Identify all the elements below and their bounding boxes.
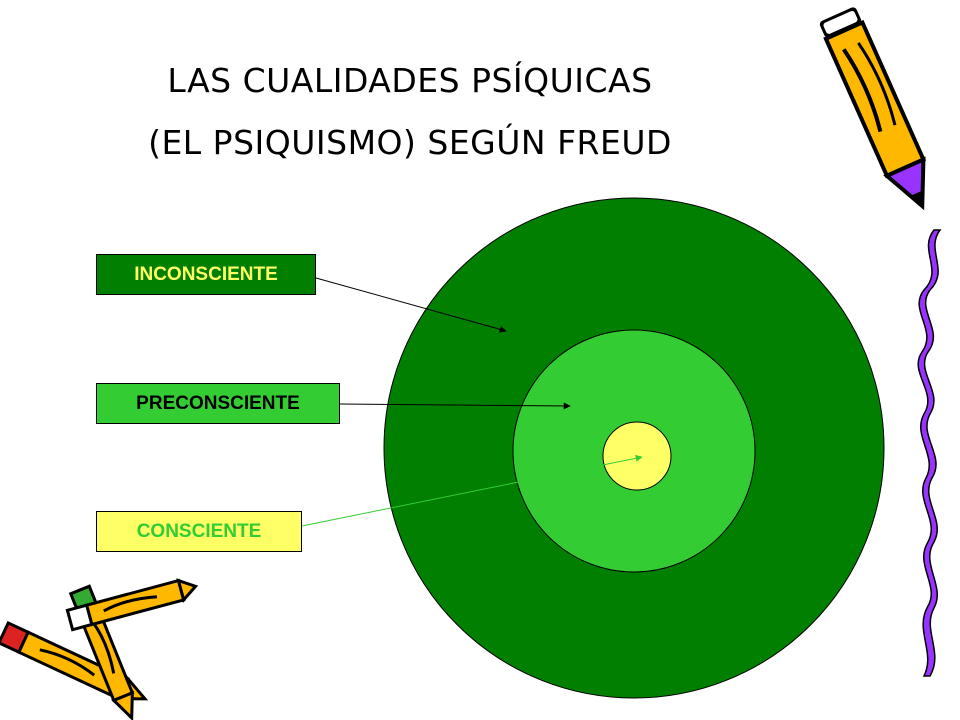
arrow-preconsciente	[339, 402, 571, 410]
circle-consciente	[602, 421, 672, 491]
pencil-icon	[819, 7, 927, 211]
label-consciente-text: CONSCIENTE	[136, 520, 262, 542]
label-consciente: CONSCIENTE	[96, 511, 302, 552]
arrow-consciente	[301, 454, 643, 527]
label-preconsciente: PRECONSCIENTE	[96, 383, 340, 424]
arrow-inconsciente	[315, 277, 507, 333]
label-inconsciente: INCONSCIENTE	[96, 254, 316, 295]
label-inconsciente-text: INCONSCIENTE	[134, 263, 278, 285]
label-preconsciente-text: PRECONSCIENTE	[136, 392, 300, 414]
pencil-pair-icon	[0, 578, 199, 720]
squiggle-decoration	[917, 229, 942, 677]
title-line-2: (EL PSIQUISMO) SEGÚN FREUD	[148, 123, 672, 162]
slide-title: LAS CUALIDADES PSÍQUICAS (EL PSIQUISMO) …	[60, 50, 760, 174]
title-line-1: LAS CUALIDADES PSÍQUICAS	[167, 61, 653, 100]
